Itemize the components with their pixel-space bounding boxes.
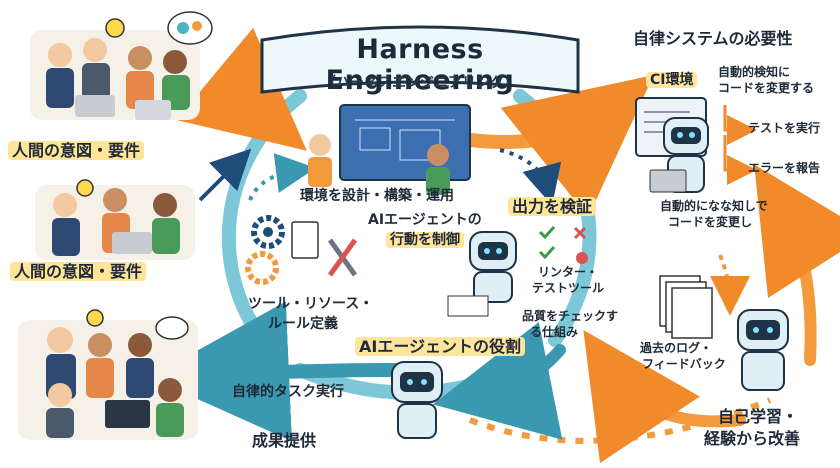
label-control-line2: 行動を制御	[386, 232, 464, 248]
label-logs-line1: 過去のログ・	[640, 341, 713, 355]
tools-cluster	[245, 215, 358, 285]
title-banner	[260, 25, 580, 94]
arrow-to-logs	[709, 254, 750, 316]
arrow-loop-down	[583, 330, 746, 464]
label-ci: CI環境	[646, 72, 698, 88]
arrow-test-report	[723, 135, 757, 185]
arrow-intent-mid	[198, 148, 252, 202]
label-verify: 出力を検証	[508, 197, 597, 216]
lightbulb-icon	[105, 18, 125, 38]
dotted-arrow-design	[248, 153, 316, 201]
arrow-loop-up	[754, 164, 840, 366]
diagram-subtitle: （ハーネスエンジニアリング）	[322, 75, 518, 91]
people-group-bottom	[18, 320, 198, 440]
lightbulb-icon	[76, 179, 94, 197]
lightbulb-icon	[86, 309, 104, 327]
diagram-title: Harness Engineering	[325, 34, 515, 96]
label-test: テストを実行	[748, 121, 821, 135]
label-auto-line2: コードを変更する	[718, 81, 815, 95]
title-area: Harness Engineering （ハーネスエンジニアリング）	[262, 22, 578, 104]
label-learn-line2: 経験から改善	[704, 429, 801, 448]
label-tools-line1: ツール・リソース・	[248, 296, 374, 312]
robot-bottom	[391, 361, 443, 439]
label-report: エラーを報告	[748, 161, 821, 175]
robot-learning	[737, 309, 789, 391]
label-autonomous: 自律的タスク実行	[232, 384, 344, 400]
arrow-return	[432, 322, 566, 440]
checklist-icon	[538, 225, 588, 264]
label-logs-line2: フィードバック	[642, 357, 726, 371]
label-tools-line2: ルール定義	[268, 316, 338, 332]
arrow-to-ci	[463, 75, 654, 218]
label-agent-role: AIエージェントの役割	[355, 337, 526, 356]
arrow-ci-test	[723, 105, 757, 145]
label-learn-line1: 自己学習・	[718, 407, 799, 426]
label-linter-line4: る仕組み	[530, 325, 579, 339]
label-linter-line1: リンター・	[538, 265, 599, 279]
label-auto2-line1: 自動的になな知しで	[660, 199, 768, 213]
label-auto2-line2: コードを変更し	[668, 215, 753, 229]
label-autonomy-heading: 自律システムの必要性	[633, 29, 793, 48]
label-linter-line3: 品質をチェックす	[522, 309, 619, 323]
robot-ci	[649, 117, 709, 193]
dotted-arrow-verify	[499, 148, 562, 206]
blueprint-board	[308, 104, 471, 195]
document-stack-icon	[659, 275, 713, 339]
people-group-mid	[35, 185, 195, 260]
people-group-top	[30, 30, 200, 120]
label-auto-line1: 自動的検知に	[718, 65, 791, 79]
gear-thought-icon	[167, 11, 213, 45]
robot-center	[447, 231, 517, 317]
label-control-line1: AIエージェントの	[368, 212, 482, 228]
label-design: 環境を設計・構築・運用	[300, 188, 454, 204]
label-deliver: 成果提供	[252, 431, 317, 450]
gear-icon	[263, 227, 273, 237]
label-intent-mid: 人間の意図・要件	[10, 262, 147, 281]
arrow-intent-in	[176, 27, 307, 151]
arrow-autonomous	[149, 301, 402, 442]
speech-bubble-icon	[155, 316, 189, 340]
label-linter-line2: テストツール	[532, 281, 605, 295]
label-intent-top: 人間の意図・要件	[8, 141, 145, 160]
